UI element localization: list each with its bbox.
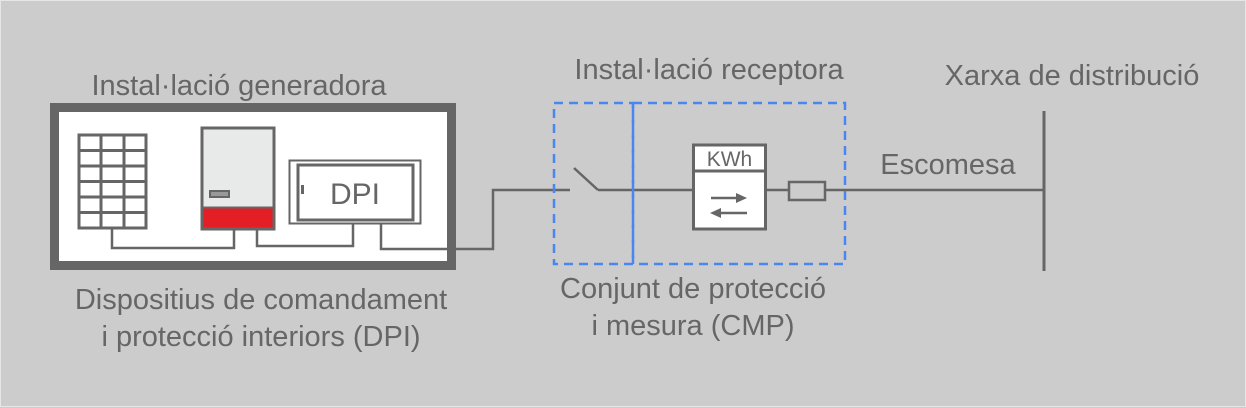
service-connection-label: Escomesa	[880, 149, 1016, 181]
internal-wiring	[110, 223, 355, 250]
meter-unit-label: KWh	[707, 148, 753, 171]
switch-icon	[573, 167, 693, 192]
inverter-icon	[200, 126, 276, 231]
dpi-caption-line2: i protecció interiors (DPI)	[101, 321, 420, 353]
metering-boundary	[631, 101, 847, 266]
bidirectional-meter-icon: KWh	[692, 143, 767, 231]
cmp-caption-line1: Conjunt de protecció	[560, 273, 826, 305]
solar-panel-icon	[77, 133, 148, 230]
generator-installation-title: Instal·lació generadora	[91, 70, 387, 102]
fuse-icon	[787, 180, 827, 202]
dpi-caption-line1: Dispositius de comandament	[75, 284, 447, 316]
protection-boundary	[552, 101, 635, 266]
cmp-boundary	[552, 101, 847, 266]
dpi-box-label: DPI	[330, 178, 380, 211]
connection-wire	[379, 188, 570, 251]
receiver-installation-title: Instal·lació receptora	[574, 54, 844, 86]
dpi-panel-icon: DPI	[288, 159, 422, 225]
distribution-network-title: Xarxa de distribució	[945, 60, 1200, 92]
cmp-caption-line2: i mesura (CMP)	[591, 310, 794, 342]
